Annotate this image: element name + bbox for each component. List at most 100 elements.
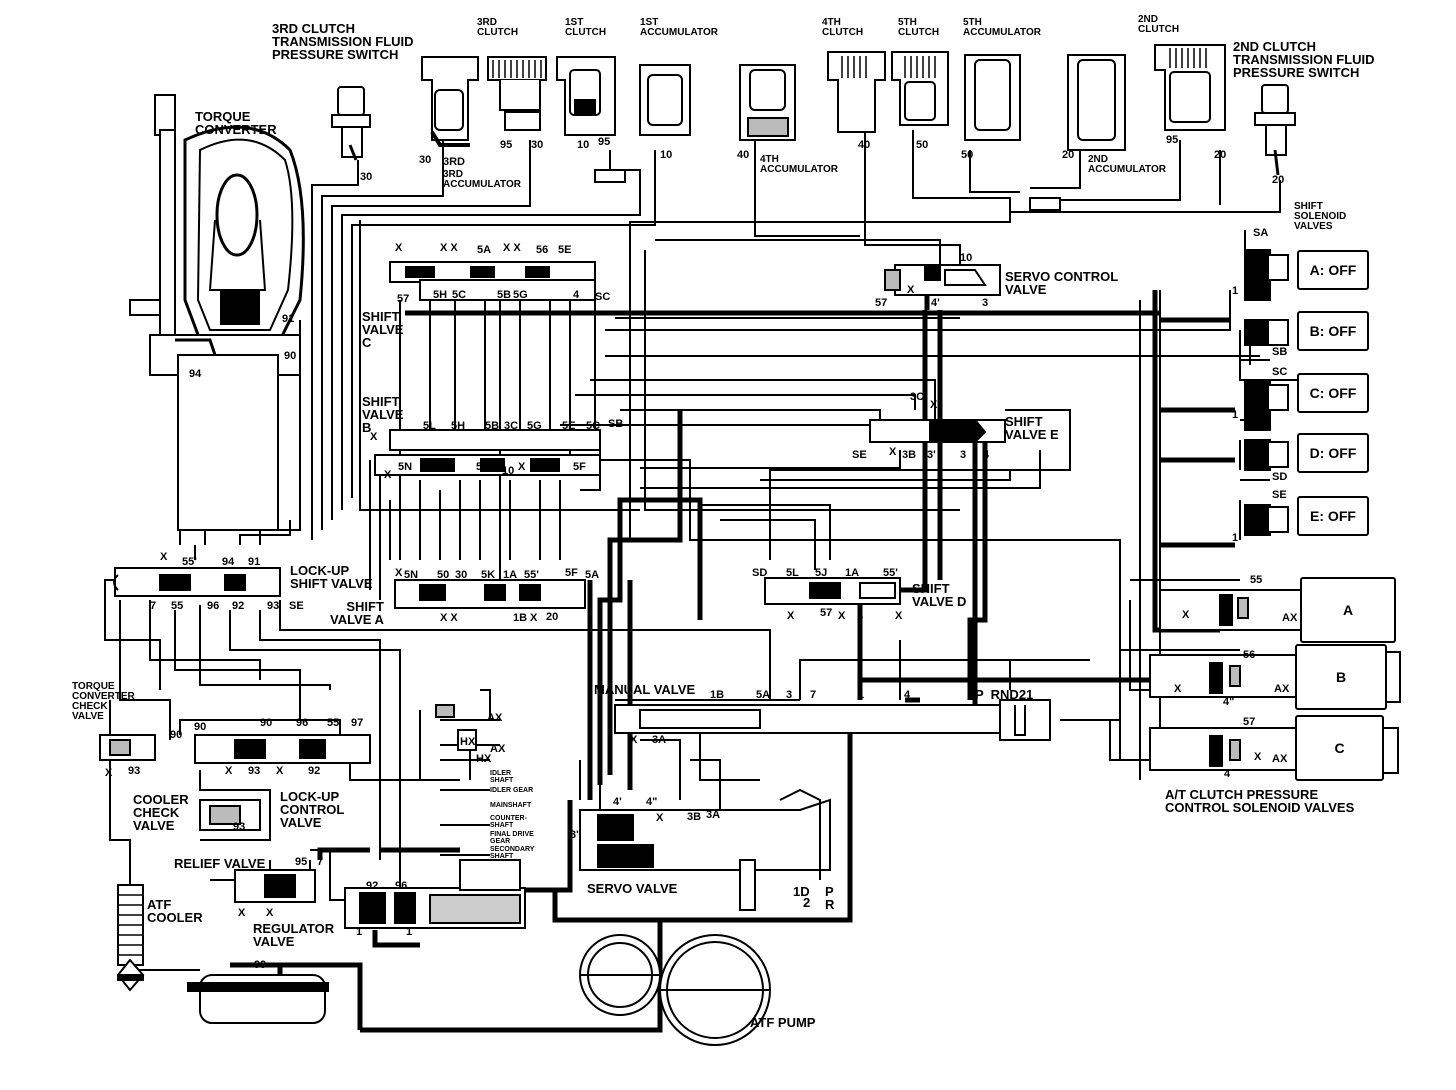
port-label: SD [752,567,768,579]
second-clutch-switch-label: 2ND CLUTCH TRANSMISSION FLUID PRESSURE S… [1233,39,1375,80]
port-label: 20 [1272,174,1285,186]
port-label: X [895,610,903,622]
valve-bodies [99,261,1051,929]
port-label: 1 [406,926,413,938]
port-label: 5E [562,420,576,432]
port-label: 57 [875,297,888,309]
port-label: 1B [710,689,725,701]
port-label: 5E [558,244,572,256]
servo-detent-2: 2 [803,895,811,910]
port-label: 95 [500,139,513,151]
port-label: 55' [524,569,539,581]
port-label: 3' [570,829,579,841]
port-label: X [1254,751,1262,763]
port-label: 99 [254,959,267,971]
port-label: 50 [961,149,974,161]
port-label: 1 [356,926,363,938]
port-label: 20 [1062,149,1075,161]
third-clutch-pressure-switch [331,86,371,161]
port-label: X [838,610,846,622]
port-label: 96 [207,600,220,612]
port-label: X [518,461,526,473]
port-label: 1 [857,609,864,621]
port-label: X [370,431,378,443]
second-accumulator-label: 2ND ACCUMULATOR [1088,154,1166,175]
shift-valve-b-label: SHIFT VALVE B [362,394,404,435]
port-label: X [105,767,113,779]
port-label: SC [1272,366,1288,378]
shift-solenoid-e: E: OFF [1297,496,1369,536]
fifth-clutch-label: 5TH CLUTCH [898,17,940,38]
port-label: SB [608,418,624,430]
port-label: 10 [660,149,673,161]
port-label: SE [852,449,867,461]
port-label: 55 [327,717,340,729]
check-balls-top [594,169,1061,211]
third-clutch-label: 3RD CLUTCH [477,17,519,38]
port-label: 57 [397,293,410,305]
port-label: 57 [820,607,833,619]
lockup-shift-valve-label: LOCK-UP SHIFT VALVE [290,563,373,591]
port-label: 1A [845,567,860,579]
second-clutch-label: 2ND CLUTCH [1138,14,1180,35]
port-label: 5A [585,569,600,581]
regulator-valve-label: REGULATOR VALVE [253,921,335,949]
linear-solenoid-c: C [1295,715,1384,781]
clutch-accumulator-row [421,44,1226,151]
lube-manifold [435,704,477,751]
fifth-accumulator-label: 5TH ACCUMULATOR [963,17,1041,38]
port-label: 93 [128,765,141,777]
port-label: X X [503,242,521,254]
servo-detent-1d: 1D [793,884,810,899]
port-label: 4 [904,689,911,701]
port-label: 3RD [443,156,466,168]
port-label: X [1182,609,1190,621]
port-label: 92 [232,600,245,612]
port-label: 1 [1232,532,1239,544]
relief-valve-label: RELIEF VALVE [174,856,266,871]
port-label: 95 [295,856,308,868]
port-label: 3A [652,734,667,746]
port-label: AX [1272,753,1288,765]
lube-idler-gear: IDLER GEAR [490,787,534,794]
port-label: 30 [455,569,468,581]
shift-valve-a-label: SHIFT VALVE A [330,599,384,627]
port-label: AX [487,712,503,724]
port-label: 95 [598,136,611,148]
port-label: 94 [189,368,202,380]
third-clutch-switch-label: 3RD CLUTCH TRANSMISSION FLUID PRESSURE S… [272,21,414,62]
port-label: 1B [513,612,528,624]
fourth-clutch-label: 4TH CLUTCH [822,17,864,38]
port-label: 92 [308,765,321,777]
port-label: 7 [317,856,324,868]
port-label: 55' [182,556,197,568]
shift-solenoid-valves-label: SHIFT SOLENOID VALVES [1294,201,1347,232]
port-label: 5N [398,461,413,473]
port-label: X [907,284,915,296]
port-label: 4" [646,796,658,808]
port-label: SC [595,291,611,303]
port-label: 30 [419,154,432,166]
shift-solenoid-c: C: OFF [1297,373,1369,413]
port-label: X [395,242,403,254]
port-label: 5H [433,289,448,301]
servo-detent-pr: P R [825,884,835,912]
port-label: 3A [706,809,721,821]
cooler-check-valve-label: COOLER CHECK VALVE [133,792,189,833]
port-label: 5K [481,569,496,581]
port-label: 10 [960,252,973,264]
port-label: X [530,612,538,624]
port-label: 3B [687,811,702,823]
servo-control-valve-label: SERVO CONTROL VALVE [1005,269,1119,297]
port-label: 5G [527,420,542,432]
port-label: 3 [786,689,793,701]
port-label: 7 [150,600,157,612]
port-label: 92 [366,880,379,892]
port-label: SA [1253,227,1269,239]
port-label: 93 [233,821,246,833]
port-label: 5J [815,567,828,579]
port-label: 5A [477,244,492,256]
port-label: 30 [360,171,373,183]
port-label: 3 [960,449,967,461]
port-label: 4 [573,289,580,301]
